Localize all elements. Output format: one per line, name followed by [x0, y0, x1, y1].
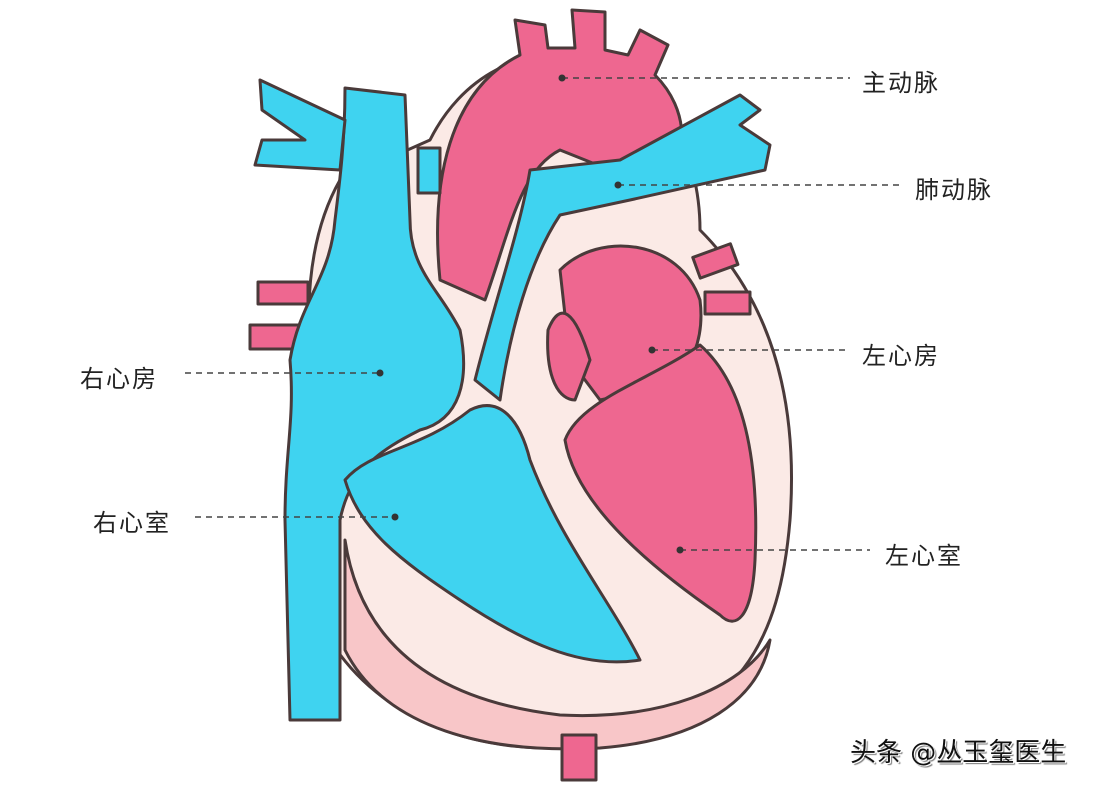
- leader-lines: [185, 77, 900, 551]
- label-right-ventricle: 右心室: [93, 509, 171, 537]
- label-aorta: 主动脉: [862, 69, 940, 97]
- aorta: [436, 8, 684, 302]
- label-left-atrium: 左心房: [862, 342, 940, 370]
- inferior-aorta-stub: [560, 733, 598, 782]
- left-ventricle: [563, 343, 758, 623]
- right-ventricle: [343, 404, 642, 664]
- label-left-ventricle: 左心室: [885, 542, 963, 570]
- watermark: 头条 @丛玉玺医生: [850, 738, 1067, 768]
- label-pulmonary-artery: 肺动脉: [915, 176, 993, 204]
- pulmonary-artery: [473, 93, 772, 402]
- label-right-atrium: 右心房: [80, 365, 158, 393]
- pericardium-band: [343, 538, 772, 751]
- vena-cava: [283, 86, 466, 722]
